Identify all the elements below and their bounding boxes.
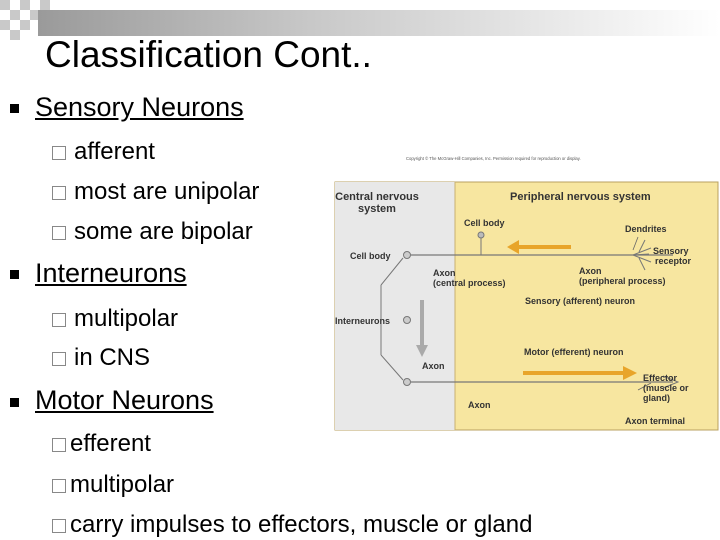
sensory-receptor-shape: [632, 239, 652, 271]
pns-region: [454, 181, 719, 431]
bullet-icon: [10, 270, 19, 279]
checkbox-bullet-icon: [52, 352, 66, 366]
heading-interneurons: Interneurons: [35, 258, 187, 288]
checkbox-bullet-icon: [52, 479, 66, 493]
corner-decoration: [0, 0, 50, 40]
checkbox-bullet-icon: [52, 519, 66, 533]
list-item: carry impulses to effectors, muscle or g…: [52, 511, 532, 539]
heading-sensory-neurons: Sensory Neurons: [35, 92, 244, 122]
checkbox-bullet-icon: [52, 146, 66, 160]
axon-central-label: Axon(central process): [433, 268, 506, 288]
checkbox-bullet-icon: [52, 186, 66, 200]
checkbox-bullet-icon: [52, 438, 66, 452]
axon-terminal-label: Axon terminal: [625, 416, 685, 426]
heading-motor-neurons: Motor Neurons: [35, 385, 214, 415]
pns-label: Peripheral nervous system: [510, 191, 651, 203]
interneuron-arrow: [416, 300, 428, 357]
list-item: multipolar: [52, 305, 178, 333]
efferent-arrow: [523, 366, 637, 380]
afferent-arrow: [507, 240, 571, 254]
checkbox-bullet-icon: [52, 226, 66, 240]
sensory-cell-body: [477, 231, 485, 239]
list-item: most are unipolar: [52, 178, 259, 206]
cell-body-label: Cell body: [464, 218, 505, 228]
interneurons-label: Interneurons: [335, 316, 390, 326]
motor-neuron-label: Motor (efferent) neuron: [524, 347, 624, 357]
list-item: efferent: [52, 430, 151, 458]
list-item: afferent: [52, 138, 155, 166]
checkbox-bullet-icon: [52, 313, 66, 327]
dendrites-label: Dendrites: [625, 224, 667, 234]
title-bar-decoration: [38, 10, 720, 36]
slide-title: Classification Cont..: [45, 34, 372, 75]
list-item: in CNS: [52, 344, 150, 372]
list-item: multipolar: [52, 471, 174, 499]
axon-bottom-label: Axon: [468, 400, 491, 410]
list-item: some are bipolar: [52, 218, 253, 246]
neuron-diagram: Copyright © The McGraw-Hill Companies, I…: [333, 150, 720, 432]
axon-mid-label: Axon: [422, 361, 445, 371]
copyright-text: Copyright © The McGraw-Hill Companies, I…: [406, 156, 581, 161]
bullet-icon: [10, 398, 19, 407]
cell-body-left-label: Cell body: [350, 251, 391, 261]
bullet-icon: [10, 104, 19, 113]
axon-peripheral-label: Axon(peripheral process): [579, 266, 666, 286]
sensory-neuron-label: Sensory (afferent) neuron: [525, 296, 635, 306]
